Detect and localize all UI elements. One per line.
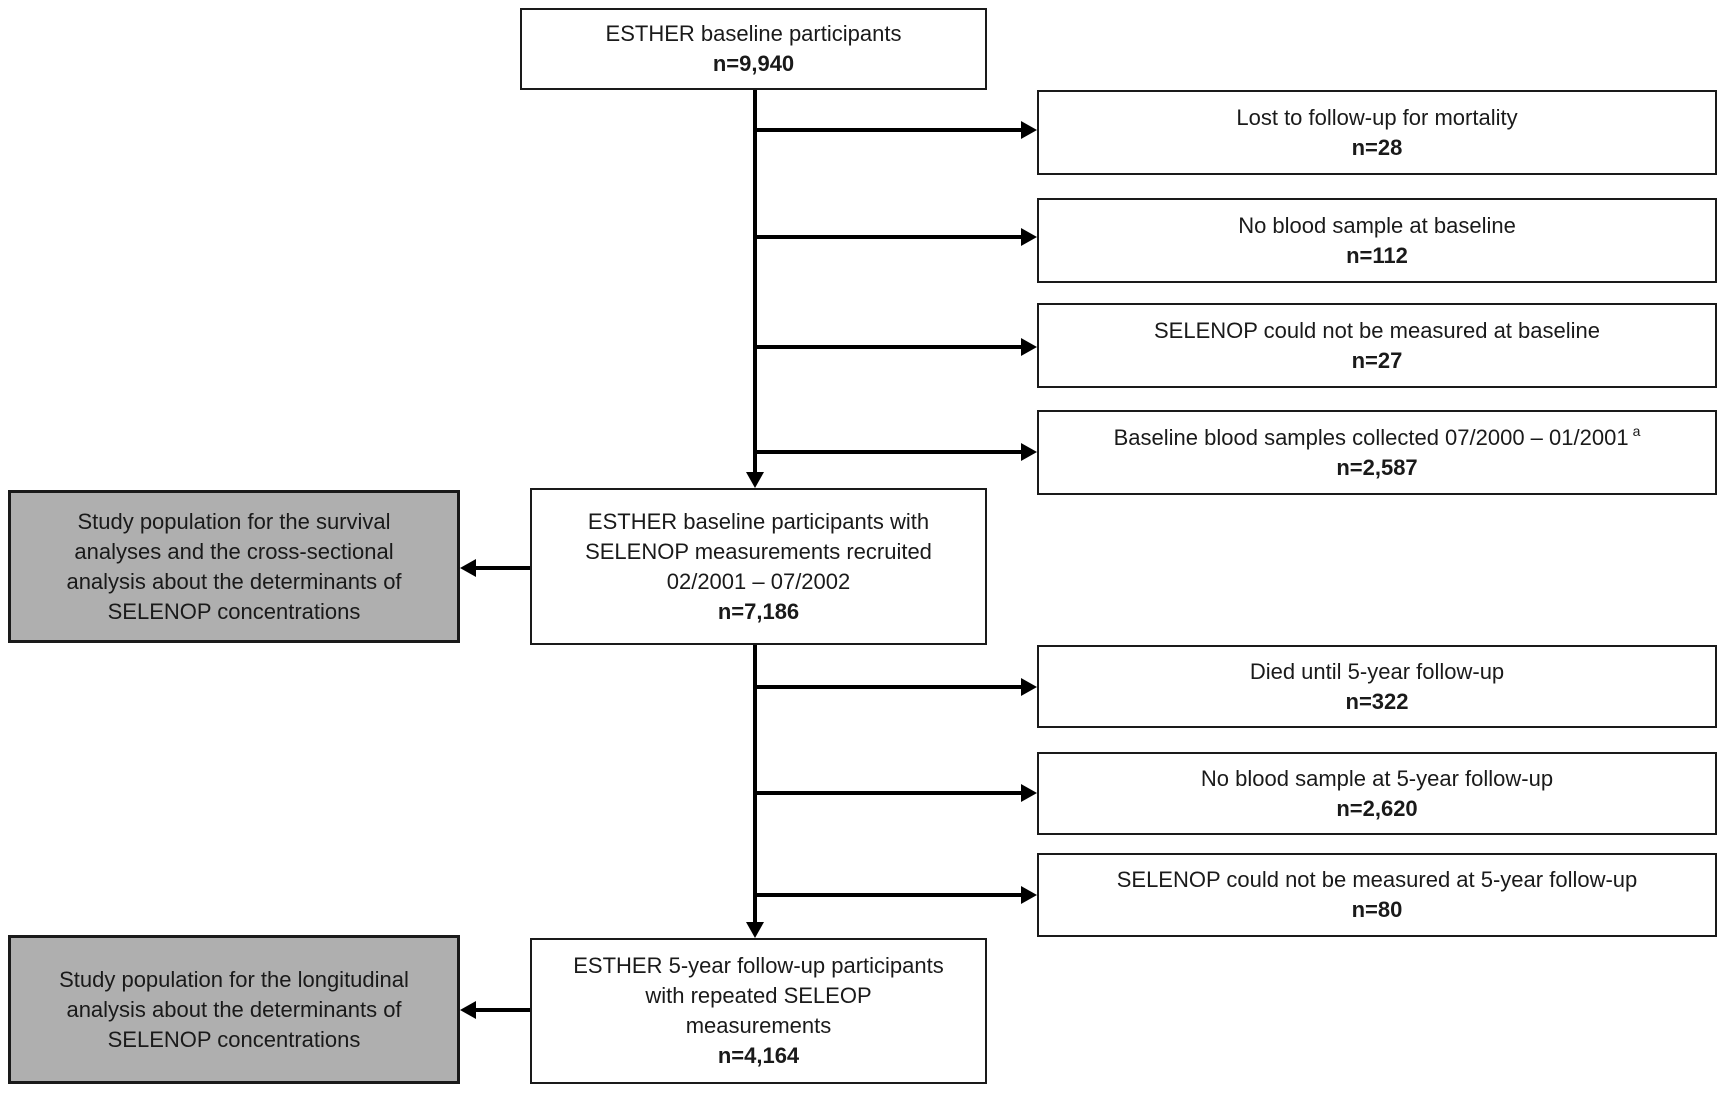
box-n-value: n=28	[1351, 134, 1403, 160]
box-label: SELENOP measurements recruited	[585, 538, 932, 564]
connector-branch-2	[755, 235, 1021, 239]
arrowhead-down-icon	[746, 472, 764, 488]
arrowhead-left-icon	[460, 1001, 476, 1019]
arrowhead-right-icon	[1021, 784, 1037, 802]
box-label: No blood sample at baseline	[1238, 212, 1516, 238]
connector-branch-6	[755, 791, 1021, 795]
connector-trunk-upper	[753, 90, 757, 472]
connector-branch-4	[755, 450, 1021, 454]
box-study-population-survival: Study population for the survival analys…	[8, 490, 460, 643]
box-label: Lost to follow-up for mortality	[1236, 104, 1518, 130]
box-n-value: n=7,186	[717, 598, 800, 624]
box-n-value: n=112	[1346, 242, 1408, 268]
box-exclusion-died: Died until 5-year follow-up n=322	[1037, 645, 1717, 728]
box-n-value: n=9,940	[712, 51, 795, 76]
box-label: Study population for the longitudinal	[59, 966, 409, 992]
box-study-population-longitudinal: Study population for the longitudinal an…	[8, 935, 460, 1084]
connector-branch-3	[755, 345, 1021, 349]
box-label-text: Baseline blood samples collected 07/2000…	[1113, 424, 1629, 450]
arrowhead-right-icon	[1021, 886, 1037, 904]
arrowhead-right-icon	[1021, 228, 1037, 246]
box-baseline-participants: ESTHER baseline participants n=9,940	[520, 8, 987, 90]
connector-branch-7	[755, 893, 1021, 897]
box-label: Study population for the survival	[77, 508, 391, 534]
connector-trunk-lower	[753, 645, 757, 922]
connector-survival	[476, 566, 530, 570]
arrowhead-right-icon	[1021, 678, 1037, 696]
box-label: analysis about the determinants of	[66, 568, 402, 594]
box-n-value: n=2,620	[1336, 795, 1418, 821]
connector-branch-5	[755, 685, 1021, 689]
box-n-value: n=80	[1351, 897, 1403, 922]
box-label: SELENOP could not be measured at 5-year …	[1116, 867, 1638, 892]
box-exclusion-lost-followup: Lost to follow-up for mortality n=28	[1037, 90, 1717, 175]
arrowhead-right-icon	[1021, 443, 1037, 461]
arrowhead-right-icon	[1021, 121, 1037, 139]
box-label: Died until 5-year follow-up	[1249, 658, 1505, 684]
box-exclusion-selenop-baseline: SELENOP could not be measured at baselin…	[1037, 303, 1717, 388]
arrowhead-left-icon	[460, 559, 476, 577]
box-label: ESTHER 5-year follow-up participants	[573, 953, 944, 978]
arrowhead-down-icon	[746, 922, 764, 938]
connector-longitudinal	[476, 1008, 530, 1012]
box-n-value: n=2,587	[1336, 454, 1418, 480]
box-n-value: n=4,164	[717, 1043, 800, 1068]
box-label: analyses and the cross-sectional	[74, 538, 394, 564]
box-exclusion-samples-2000: Baseline blood samples collected 07/2000…	[1037, 410, 1717, 495]
box-label: No blood sample at 5-year follow-up	[1200, 765, 1554, 791]
arrowhead-right-icon	[1021, 338, 1037, 356]
box-n-value: n=322	[1345, 688, 1409, 714]
box-label: with repeated SELEOP	[645, 983, 872, 1008]
box-exclusion-no-blood-baseline: No blood sample at baseline n=112	[1037, 198, 1717, 283]
box-label: ESTHER baseline participants	[605, 21, 902, 46]
box-label: measurements	[685, 1013, 832, 1038]
box-n-value: n=27	[1351, 347, 1403, 373]
box-label: 02/2001 – 07/2002	[666, 568, 851, 594]
box-label: ESTHER baseline participants with	[587, 508, 930, 534]
box-label: analysis about the determinants of	[66, 996, 402, 1022]
connector-branch-1	[755, 128, 1021, 132]
footnote-superscript: a	[1632, 423, 1641, 440]
box-label: SELENOP could not be measured at baselin…	[1154, 317, 1600, 343]
box-exclusion-no-blood-followup: No blood sample at 5-year follow-up n=2,…	[1037, 752, 1717, 835]
box-followup-participants: ESTHER 5-year follow-up participants wit…	[530, 938, 987, 1084]
box-label: SELENOP concentrations	[107, 598, 361, 624]
box-label: Baseline blood samples collected 07/2000…	[1114, 423, 1641, 453]
box-baseline-selenop: ESTHER baseline participants with SELENO…	[530, 488, 987, 645]
box-label: SELENOP concentrations	[107, 1026, 361, 1052]
box-exclusion-selenop-followup: SELENOP could not be measured at 5-year …	[1037, 853, 1717, 937]
